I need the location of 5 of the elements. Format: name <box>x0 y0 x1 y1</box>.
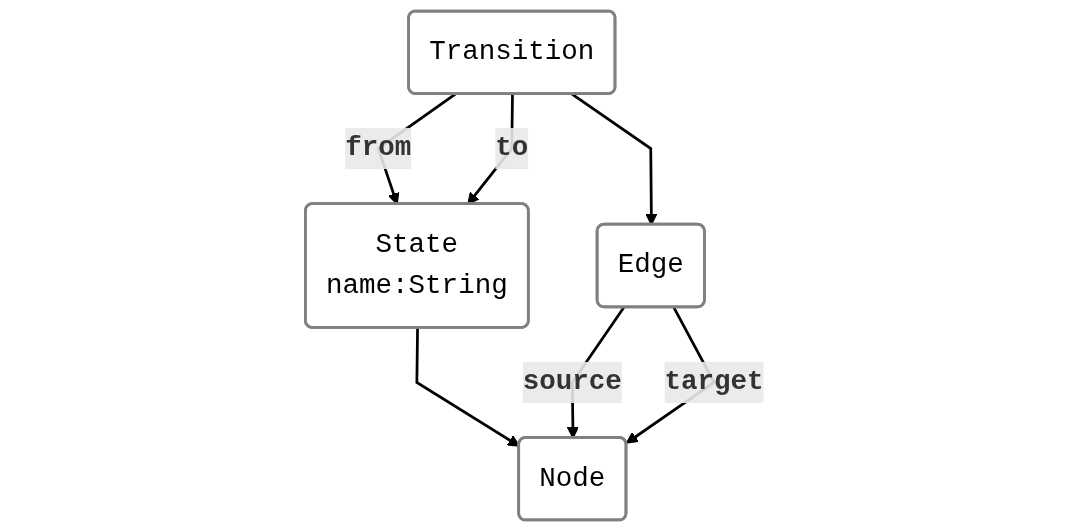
edge-label: from <box>345 132 412 164</box>
edge-label: to <box>495 132 529 164</box>
arrow <box>415 328 520 447</box>
edge-label: target <box>664 365 764 398</box>
edge-label: source <box>522 365 622 398</box>
